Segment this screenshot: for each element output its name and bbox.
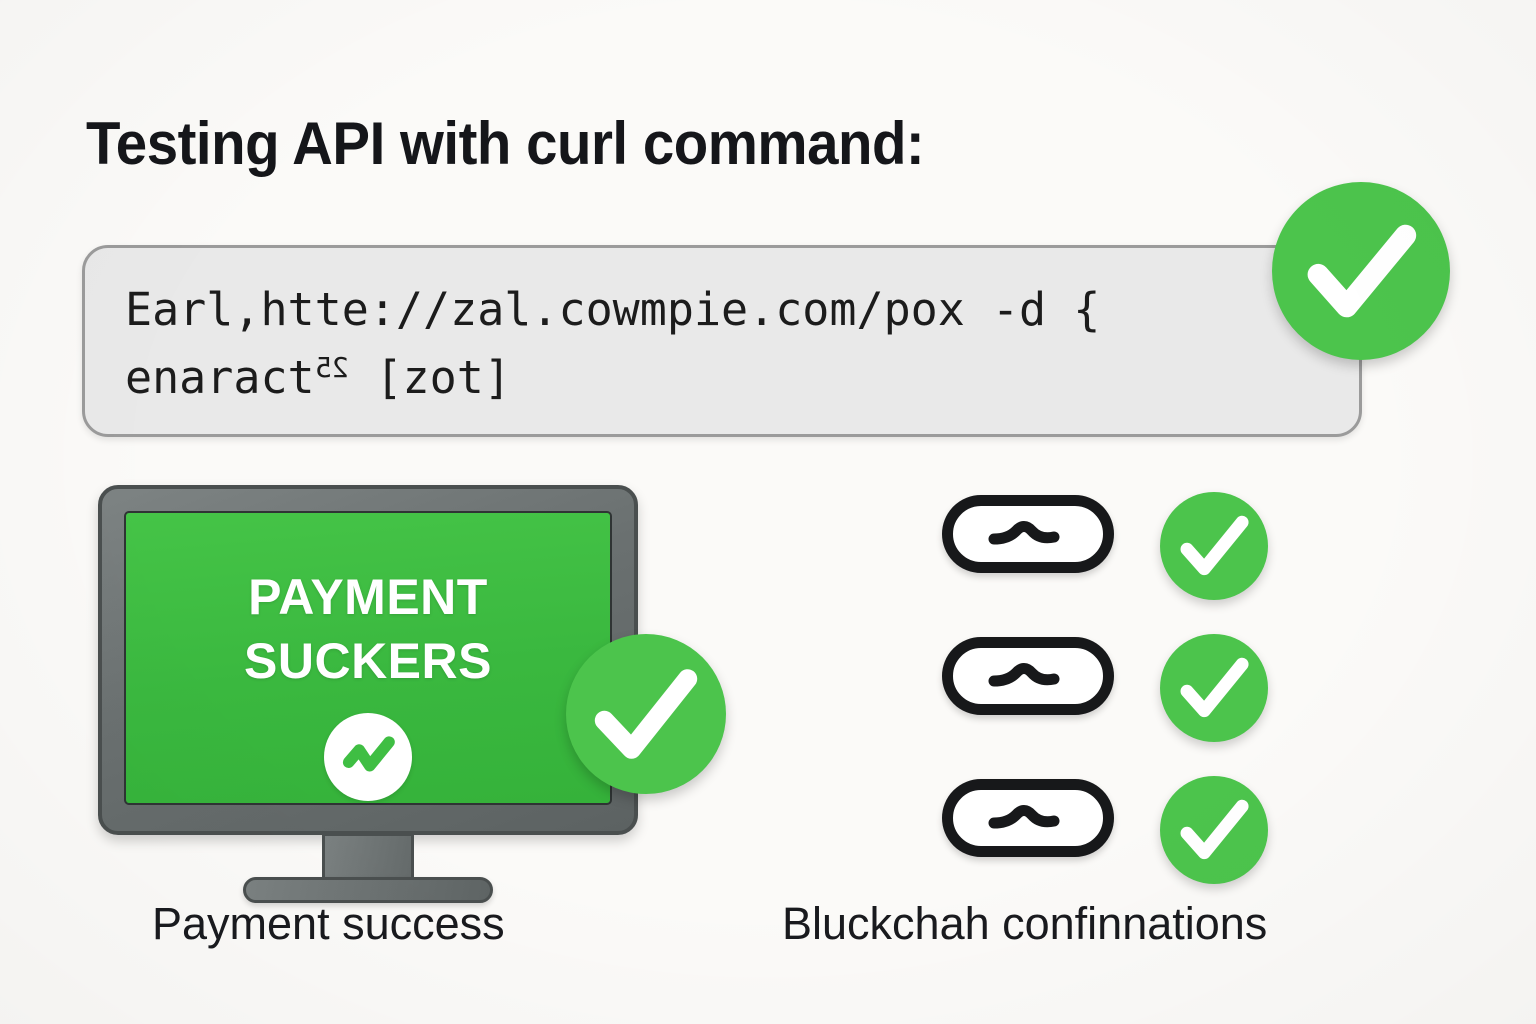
payment-success-check	[566, 634, 726, 794]
confirmation-row[interactable]	[942, 776, 1282, 884]
code-line-2: enaract25 [zot]	[125, 342, 511, 404]
code-line-2-suffix: [zot]	[348, 351, 511, 404]
block-link-icon	[942, 779, 1114, 857]
screen-message: PAYMENT SUCKERS	[126, 565, 610, 693]
code-line-2-superscript: 25	[314, 351, 349, 384]
confirmation-row[interactable]	[942, 492, 1282, 600]
confirmation-check	[1160, 634, 1268, 742]
monitor-stand-base	[243, 877, 493, 903]
block-link-icon	[942, 495, 1114, 573]
monitor-stand-neck	[322, 833, 414, 881]
code-line-1: Earl,htte://zal.cowmpie.com/pox -d {	[125, 283, 1101, 336]
confirmation-row[interactable]	[942, 634, 1282, 742]
blockchain-confirmations	[942, 492, 1282, 884]
page-title: Testing API with curl command:	[86, 110, 925, 177]
payment-check-badge	[324, 713, 412, 801]
monitor-bezel: PAYMENT SUCKERS	[98, 485, 638, 835]
curl-command-block[interactable]: Earl,htte://zal.cowmpie.com/pox -d { ena…	[82, 245, 1362, 437]
payment-monitor: PAYMENT SUCKERS	[98, 485, 638, 903]
block-link-icon	[942, 637, 1114, 715]
payment-success-caption: Payment success	[152, 898, 505, 949]
confirmation-check	[1160, 776, 1268, 884]
monitor-screen: PAYMENT SUCKERS	[124, 511, 612, 805]
confirmation-check	[1160, 492, 1268, 600]
screen-message-line2: SUCKERS	[244, 633, 492, 689]
screen-message-line1: PAYMENT	[248, 569, 488, 625]
code-success-check	[1272, 182, 1450, 360]
blockchain-confirmations-caption: Bluckchah confinnations	[782, 898, 1268, 949]
code-line-2-prefix: enaract	[125, 351, 315, 404]
